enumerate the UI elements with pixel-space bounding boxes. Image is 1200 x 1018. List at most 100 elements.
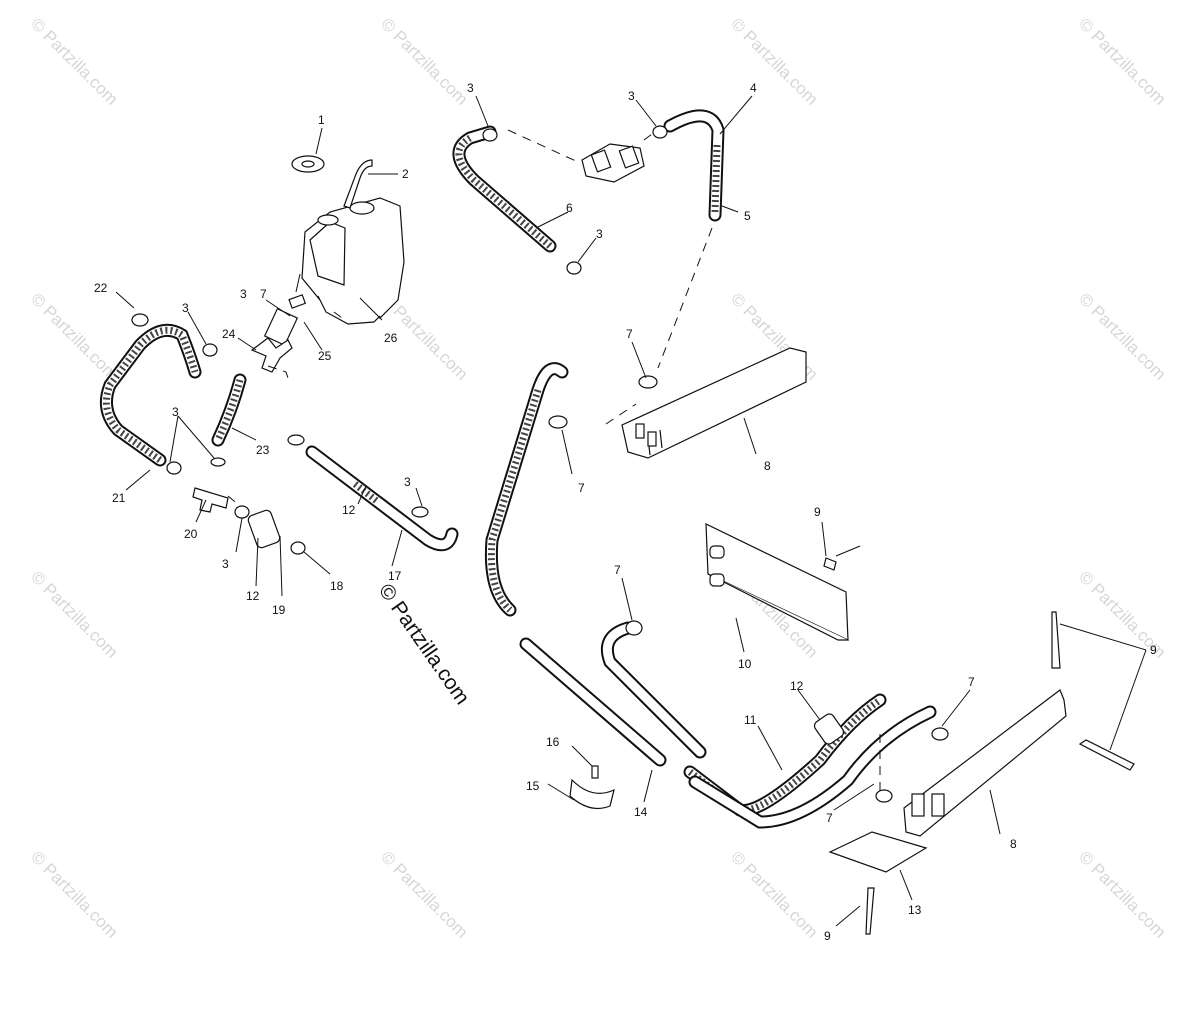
mounting-strap [569,778,615,809]
callout-3: 3 [240,287,247,301]
tee-fitting [192,487,229,513]
clamp [875,789,893,803]
watermark: © Partzilla.com [27,567,121,661]
hose [455,134,553,249]
callout-12: 12 [342,503,356,517]
hose [484,362,569,617]
leader-layer [115,95,1147,927]
callout-8: 8 [1010,837,1017,851]
heat-exchanger-lower [903,689,1067,837]
callout-3: 3 [172,405,179,419]
reservoir-cap-hole [301,160,315,168]
callout-layer: 1 2 3 3 3 3 3 3 3 3 4 5 6 7 7 7 7 7 7 8 … [94,81,1157,943]
hose [711,144,721,213]
callout-13: 13 [908,903,922,917]
hose [690,707,935,827]
thermostat-fitting [590,149,612,173]
hose [521,639,665,765]
watermark: © Partzilla.com [27,289,121,383]
fitting [288,294,307,309]
callout-3: 3 [182,301,189,315]
clamp [931,727,949,741]
bolt [591,765,599,779]
fitting [263,307,299,347]
watermark: © Partzilla.com [1075,289,1169,383]
hose [214,379,244,442]
bolt [865,887,875,935]
callout-15: 15 [526,779,540,793]
clamp [166,461,182,475]
corrugated-hose [813,713,845,745]
callout-26: 26 [384,331,398,345]
bolt [1078,739,1135,771]
hose [99,323,202,467]
callout-3: 3 [467,81,474,95]
clamp [566,261,582,275]
mounting-plate [828,831,928,873]
callout-12: 12 [246,589,260,603]
callout-20: 20 [184,527,198,541]
callout-24: 24 [222,327,236,341]
corrugated-hose [247,509,281,549]
bolt [823,557,837,571]
clamp [482,128,498,142]
callout-23: 23 [256,443,270,457]
callout-7: 7 [626,327,633,341]
callout-25: 25 [318,349,332,363]
callout-7: 7 [826,811,833,825]
callout-9: 9 [814,505,821,519]
callout-5: 5 [744,209,751,223]
clamp [290,541,306,555]
watermark: © Partzilla.com [27,847,121,941]
watermark: © Partzilla.com [377,14,471,108]
hose [687,697,882,814]
callout-14: 14 [634,805,648,819]
watermark: © Partzilla.com [1075,847,1169,941]
clamp [287,434,305,446]
callout-22: 22 [94,281,108,295]
callout-19: 19 [272,603,286,617]
vent-tube [343,159,373,209]
callout-21: 21 [112,491,126,505]
clamp [638,375,658,389]
callout-7: 7 [968,675,975,689]
clamp [202,343,218,357]
hose [307,447,457,550]
thermostat-fitting [618,145,640,169]
watermark: © Partzilla.com [727,847,821,941]
rivet [1051,611,1061,669]
clamp [234,505,250,519]
callout-7: 7 [614,563,621,577]
callout-3: 3 [404,475,411,489]
callout-9: 9 [824,929,831,943]
callout-17: 17 [388,569,402,583]
parts-layer [99,109,1135,935]
callout-6: 6 [566,201,573,215]
clamp [625,620,643,636]
clamp [411,506,429,518]
callout-9: 9 [1150,643,1157,657]
connector-layer [227,129,881,790]
hose [665,111,723,220]
tee-fitting [250,337,293,373]
callout-2: 2 [402,167,409,181]
watermark: © Partzilla.com [727,14,821,108]
callout-8: 8 [764,459,771,473]
callout-11: 11 [744,713,757,727]
hose [663,109,725,222]
callout-3: 3 [628,89,635,103]
clamp [548,415,568,429]
clamp [652,125,668,139]
callout-3: 3 [596,227,603,241]
hose [102,326,199,463]
callout-4: 4 [750,81,757,95]
hose [602,623,705,757]
watermark: © Partzilla.com [27,14,121,108]
clamp [131,313,149,327]
callout-10: 10 [738,657,752,671]
callout-18: 18 [330,579,344,593]
callout-3: 3 [222,557,229,571]
callout-7: 7 [260,287,267,301]
clamp [210,457,226,467]
